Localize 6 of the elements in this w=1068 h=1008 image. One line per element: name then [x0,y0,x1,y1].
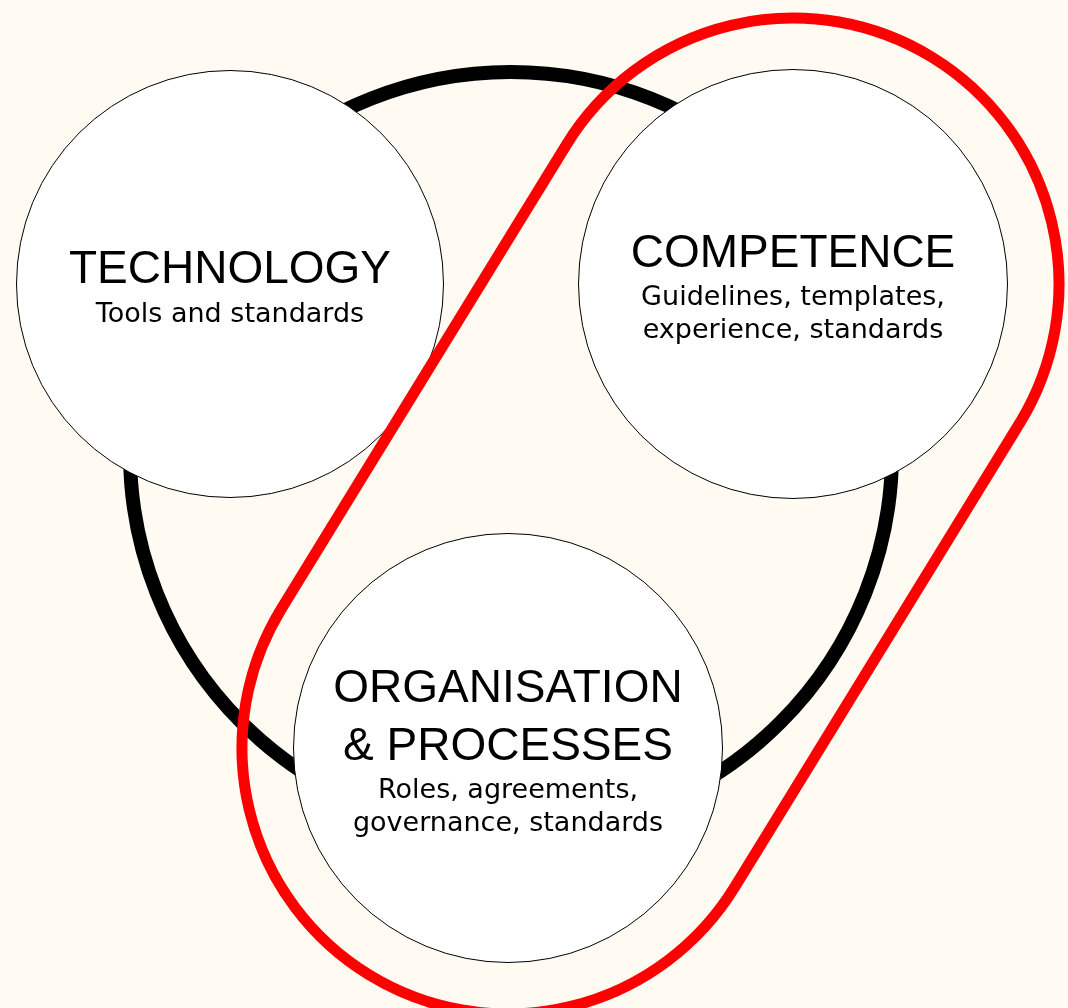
description: Guidelines, templates, experience, standards [640,280,946,346]
heading: ORGANISATION & PROCESSES [332,659,684,772]
heading: TECHNOLOGY [68,240,391,296]
description: Roles, agreements, governance, standards [351,773,665,838]
description: Tools and standards [95,296,365,329]
heading: COMPETENCE [630,223,956,279]
